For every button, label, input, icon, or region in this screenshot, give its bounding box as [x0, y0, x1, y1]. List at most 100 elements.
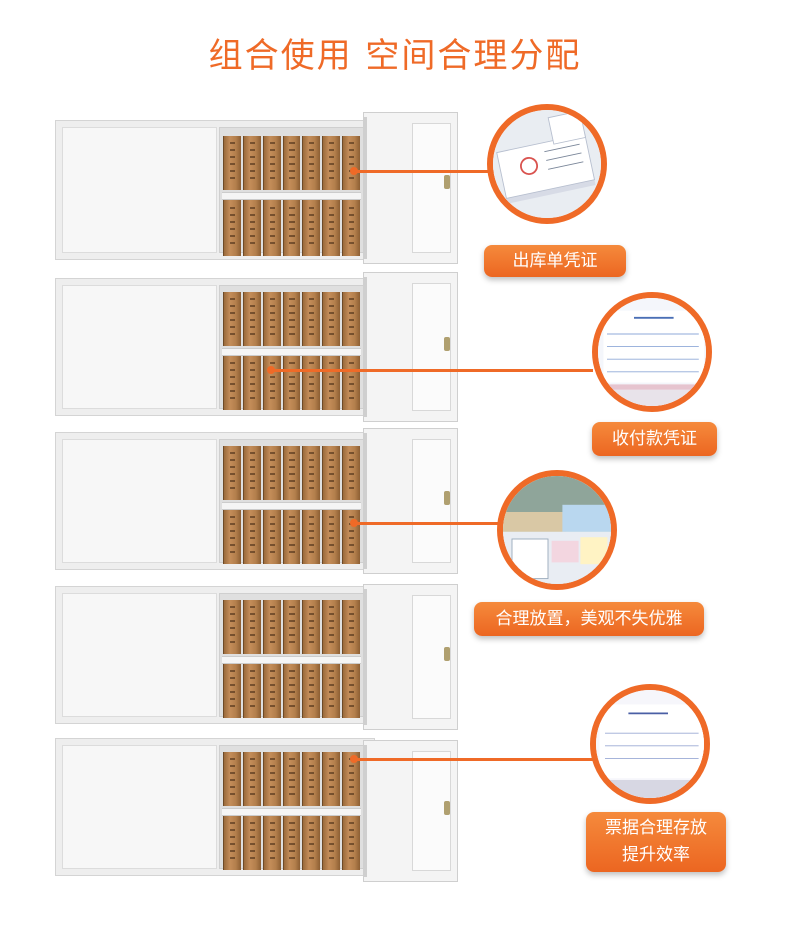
payment-voucher-illustration — [598, 298, 706, 406]
file-box — [322, 752, 341, 806]
cabinet-shelf-space — [219, 285, 364, 410]
file-box — [322, 600, 341, 654]
shelf — [222, 192, 361, 200]
cabinet-shelf-space — [219, 127, 364, 256]
file-box — [322, 664, 341, 718]
file-box — [242, 200, 261, 256]
file-box — [223, 292, 241, 346]
cabinet-unit-3 — [55, 432, 375, 570]
cabinet-left-panel — [62, 593, 217, 717]
file-box — [242, 600, 261, 654]
leader-line — [356, 170, 496, 173]
file-box — [242, 816, 261, 870]
door-hinge — [364, 117, 367, 259]
documents-desk-image — [497, 470, 617, 590]
shelf — [222, 656, 361, 664]
file-box — [302, 200, 321, 256]
cabinet-door-5 — [363, 740, 458, 882]
file-box — [262, 356, 281, 410]
file-box — [282, 200, 301, 256]
leader-dot — [267, 366, 275, 374]
file-box — [242, 356, 261, 410]
file-box — [342, 356, 361, 410]
cabinet-left-panel — [62, 127, 217, 253]
file-box — [223, 446, 241, 500]
cabinet-shelf-space — [219, 439, 364, 564]
file-box — [242, 752, 261, 806]
file-box-row — [223, 510, 361, 564]
file-box-row — [223, 200, 361, 256]
file-box — [242, 292, 261, 346]
file-box — [223, 752, 241, 806]
cabinet-unit-4 — [55, 586, 375, 724]
leader-line — [356, 522, 498, 525]
file-box — [302, 816, 321, 870]
callout-neat-placement: 合理放置，美观不失优雅 — [474, 602, 704, 636]
file-box — [322, 356, 341, 410]
file-box — [282, 136, 301, 190]
file-box-row — [223, 664, 361, 718]
file-box — [262, 136, 281, 190]
file-box — [282, 292, 301, 346]
callout-label: 收付款凭证 — [612, 429, 697, 449]
door-hinge — [364, 433, 367, 569]
callout-delivery-voucher: 出库单凭证 — [484, 245, 626, 277]
file-box — [282, 510, 301, 564]
file-box — [302, 356, 321, 410]
door-inner-panel — [412, 751, 451, 871]
file-box — [262, 816, 281, 870]
file-box — [282, 664, 301, 718]
file-box — [223, 200, 241, 256]
file-box — [322, 200, 341, 256]
shelf — [222, 808, 361, 816]
file-box — [262, 664, 281, 718]
file-box — [223, 356, 241, 410]
file-box — [342, 664, 361, 718]
file-box — [302, 752, 321, 806]
file-box — [342, 510, 361, 564]
receipt-voucher-image — [590, 684, 710, 804]
file-box — [262, 600, 281, 654]
cabinet-shelf-space — [219, 593, 364, 718]
file-box-row — [223, 446, 361, 500]
file-box — [282, 600, 301, 654]
file-box — [262, 510, 281, 564]
file-box — [322, 136, 341, 190]
file-box — [302, 136, 321, 190]
file-box — [322, 292, 341, 346]
file-box — [242, 446, 261, 500]
cabinet-door-2 — [363, 272, 458, 422]
documents-desk-illustration — [503, 476, 611, 584]
file-box — [342, 752, 361, 806]
callout-label: 出库单凭证 — [512, 251, 598, 271]
door-hinge — [364, 745, 367, 877]
file-box — [342, 200, 361, 256]
file-box — [342, 446, 361, 500]
leader-dot — [350, 755, 358, 763]
page-title: 组合使用 空间合理分配 — [208, 36, 582, 76]
file-box — [262, 292, 281, 346]
file-box-row — [223, 136, 361, 190]
callout-label: 合理放置，美观不失优雅 — [495, 609, 683, 629]
shelf — [222, 348, 361, 356]
leader-line — [356, 758, 596, 761]
file-box — [282, 752, 301, 806]
receipt-stack-image — [487, 104, 607, 224]
file-box — [342, 816, 361, 870]
file-box-row — [223, 816, 361, 870]
leader-dot — [350, 519, 358, 527]
file-box — [322, 816, 341, 870]
file-box — [282, 356, 301, 410]
cabinet-door-4 — [363, 584, 458, 730]
file-box — [302, 664, 321, 718]
file-box — [223, 664, 241, 718]
file-box-row — [223, 752, 361, 806]
cabinet-unit-1 — [55, 120, 375, 260]
file-box — [223, 816, 241, 870]
lock-icon — [444, 801, 450, 815]
cabinet-door-1 — [363, 112, 458, 264]
file-box-row — [223, 356, 361, 410]
file-box — [282, 446, 301, 500]
lock-icon — [444, 647, 450, 661]
callout-payment-voucher: 收付款凭证 — [592, 422, 717, 456]
